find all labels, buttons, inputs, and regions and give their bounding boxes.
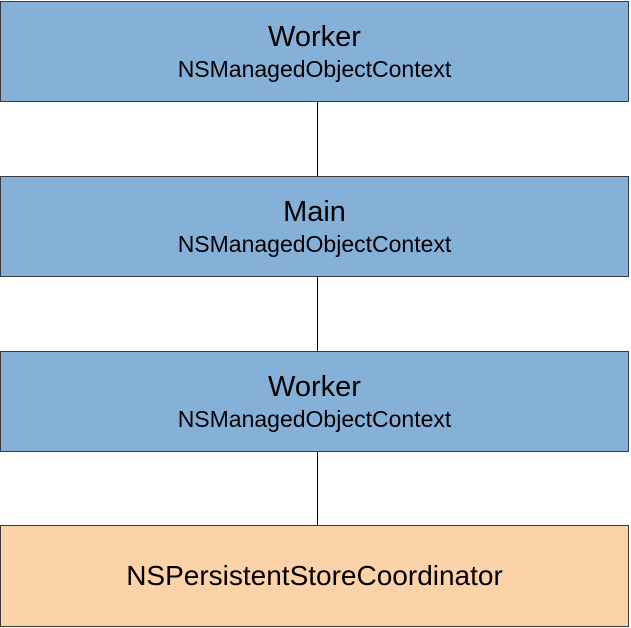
node-title: NSPersistentStoreCoordinator <box>126 560 503 591</box>
node-subtitle: NSManagedObjectContext <box>177 55 452 82</box>
node-title: Main <box>283 195 346 228</box>
connector-line <box>317 102 318 176</box>
persistent-store-coordinator-node: NSPersistentStoreCoordinator <box>0 525 629 627</box>
worker-context-node-top: Worker NSManagedObjectContext <box>0 1 629 102</box>
worker-context-node-bottom: Worker NSManagedObjectContext <box>0 351 629 452</box>
connector-line <box>317 452 318 525</box>
node-title: Worker <box>268 370 361 403</box>
node-subtitle: NSManagedObjectContext <box>177 230 452 257</box>
node-subtitle: NSManagedObjectContext <box>177 405 452 432</box>
main-context-node: Main NSManagedObjectContext <box>0 176 629 277</box>
node-title: Worker <box>268 20 361 53</box>
connector-line <box>317 277 318 351</box>
